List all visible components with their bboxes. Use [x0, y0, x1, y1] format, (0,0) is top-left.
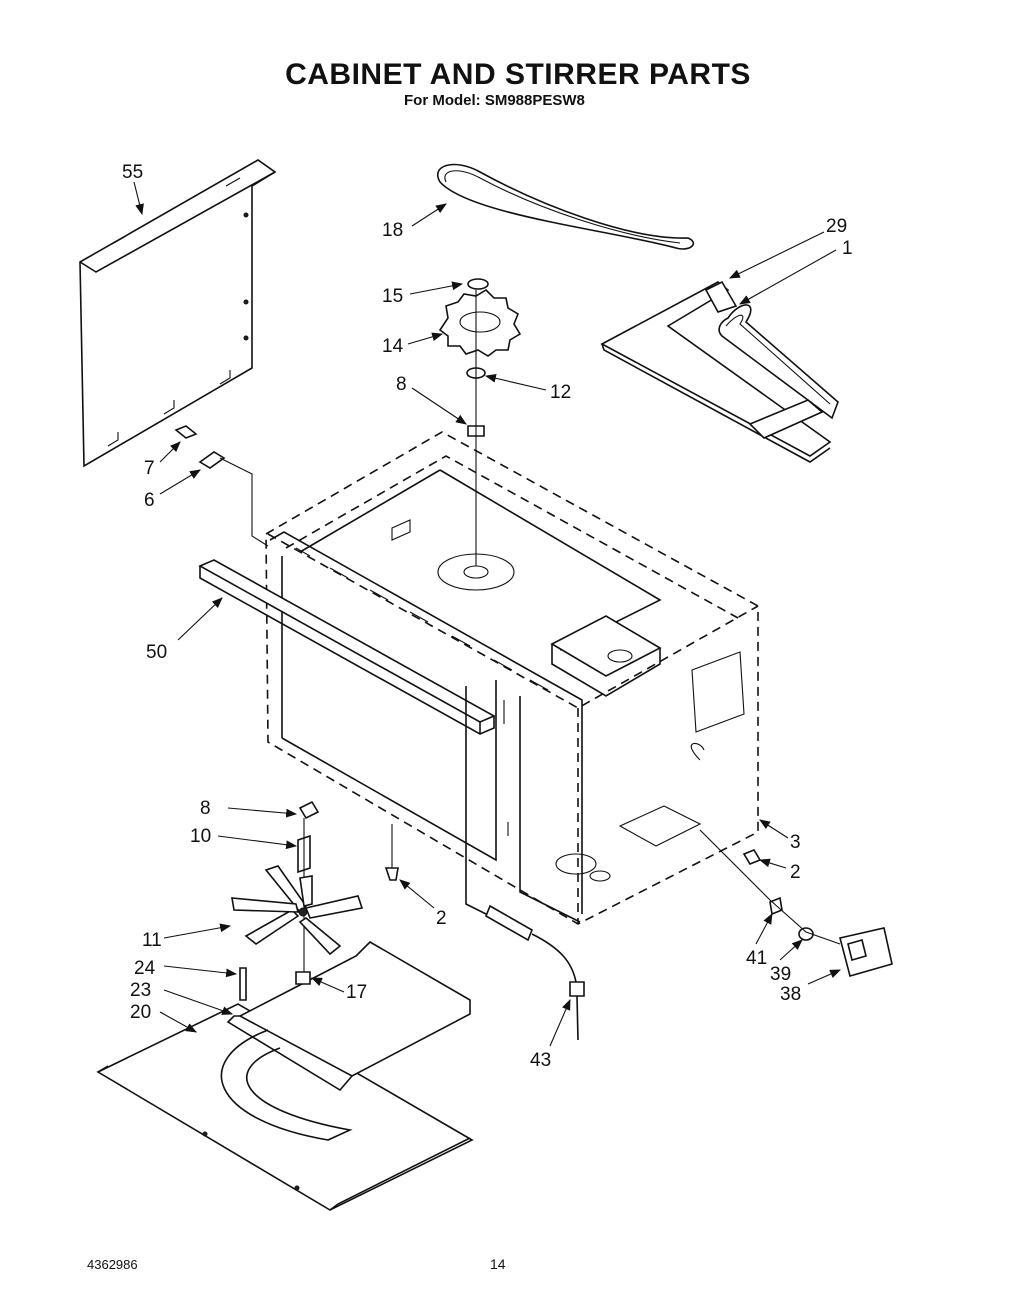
callout-41: 41	[746, 948, 767, 969]
base-plate-part	[96, 940, 474, 1211]
cabinet-body	[265, 431, 759, 925]
document-number: 4362986	[87, 1257, 138, 1272]
callout-3: 3	[790, 832, 801, 853]
callout-leaders	[133, 181, 842, 1047]
sensor-probe-part	[465, 686, 585, 1041]
callout-55: 55	[122, 162, 143, 183]
callout-8-top: 8	[396, 374, 407, 395]
callout-18: 18	[382, 220, 403, 241]
callout-12: 12	[550, 382, 571, 403]
callout-50: 50	[146, 642, 167, 663]
callout-39: 39	[770, 964, 791, 985]
callout-2-right: 2	[790, 862, 801, 883]
callout-24: 24	[134, 958, 156, 979]
stirrer-stack-part	[438, 278, 522, 566]
side-panel-part	[79, 159, 277, 468]
callout-17: 17	[346, 982, 367, 1003]
callout-labels: 55 18 29 1 15 14 8 12 7 6 50 8 10 3 2 2 …	[122, 162, 853, 1071]
stirrer-fan-part	[231, 865, 364, 956]
callout-38: 38	[780, 984, 801, 1005]
callout-2-center: 2	[436, 908, 447, 929]
callout-7: 7	[144, 458, 155, 479]
callout-6: 6	[144, 490, 155, 511]
screw-clip-part	[174, 425, 269, 547]
callout-10: 10	[190, 826, 211, 847]
belt-loop-part	[437, 163, 694, 250]
page-title: CABINET AND STIRRER PARTS	[285, 58, 751, 91]
page-number: 14	[490, 1256, 506, 1272]
callout-20: 20	[130, 1002, 151, 1023]
right-hardware-parts	[699, 829, 893, 977]
callout-14: 14	[382, 336, 404, 357]
callout-15: 15	[382, 286, 403, 307]
callout-29: 29	[826, 216, 847, 237]
shaft-parts	[297, 800, 399, 1016]
callout-43: 43	[530, 1050, 551, 1071]
bracket-heater-part	[600, 280, 839, 463]
front-trim-bar-part	[198, 559, 496, 735]
callout-11: 11	[142, 930, 162, 951]
callout-23: 23	[130, 980, 151, 1001]
model-subtitle: For Model: SM988PESW8	[404, 92, 585, 109]
callout-8-bottom: 8	[200, 798, 211, 819]
callout-1: 1	[842, 238, 853, 259]
